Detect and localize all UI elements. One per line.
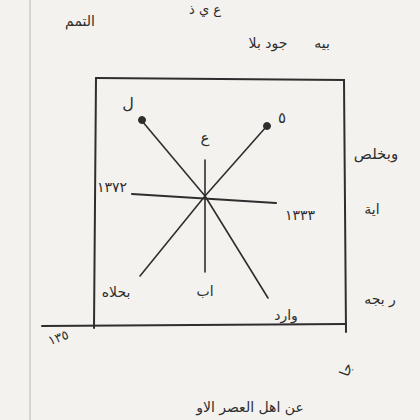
square-left — [94, 78, 96, 328]
manuscript-label: ٥ — [278, 110, 286, 127]
ray — [204, 196, 206, 272]
ray-dot — [139, 117, 146, 124]
square-top-right — [96, 78, 346, 332]
manuscript-label: ١٣٣٣ — [285, 208, 315, 223]
ray — [140, 196, 205, 276]
margin-line — [30, 0, 31, 420]
square-bottom — [42, 324, 346, 326]
manuscript-label: ١٣٥ — [46, 328, 71, 349]
ray-dot — [264, 123, 271, 130]
manuscript-label: وارد — [274, 308, 298, 323]
manuscript-label: بحلاه — [102, 285, 131, 300]
manuscript-label: ر بجه — [364, 292, 396, 307]
ray — [205, 196, 268, 298]
ray — [142, 121, 205, 196]
manuscript-label: ل — [122, 95, 134, 113]
ray — [205, 127, 266, 196]
manuscript-label: ع ي ذ — [189, 3, 221, 17]
manuscript-label: التمم — [65, 14, 95, 29]
manuscript-label: جا — [337, 361, 356, 378]
ray — [132, 194, 276, 203]
manuscript-label: ١٣٧٢ — [97, 180, 127, 195]
manuscript-label: بيه — [314, 36, 330, 51]
manuscript-label: ع — [201, 130, 210, 147]
manuscript-label: اب — [196, 284, 213, 299]
manuscript-label: وبخلص — [354, 146, 398, 163]
ray — [204, 160, 206, 196]
manuscript-label: جود بلا — [249, 36, 288, 51]
manuscript-label: عن اهل العصر الاو — [196, 400, 304, 415]
manuscript-label: اية — [364, 202, 379, 217]
